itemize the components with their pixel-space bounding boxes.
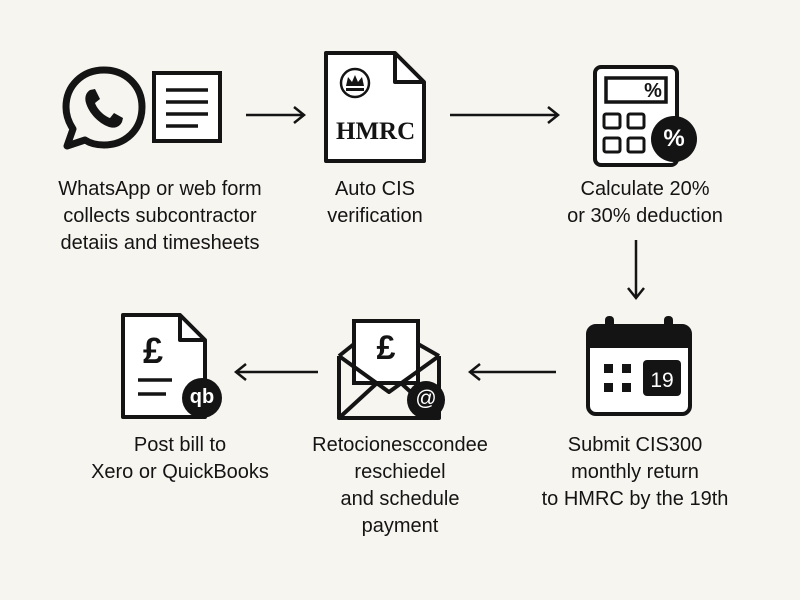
flow-arrow-right [450, 106, 561, 124]
calculator-icon [593, 65, 697, 167]
caption-line: Calculate 20% [580, 178, 710, 200]
caption-line: payment [361, 515, 439, 537]
caption-line: WhatsApp or web form [58, 178, 262, 200]
envelope-pound-icon [337, 319, 445, 420]
flow-arrow-left [467, 363, 556, 381]
caption-line: Post bill to [133, 434, 227, 456]
quickbooks-badge-text: qb [189, 386, 215, 408]
calendar-date-text: 19 [650, 369, 674, 392]
step-submit-caption: Submit CIS300 monthly return to HMRC by … [525, 432, 745, 513]
step-intake-caption: WhatsApp or web form collects subcontrac… [30, 176, 290, 257]
flow-arrow-down [627, 240, 645, 301]
caption-line: to HMRC by the 19th [541, 488, 729, 510]
caption-line: or 30% deduction [567, 205, 723, 227]
caption-line: Xero or QuickBooks [91, 461, 269, 483]
envelope-pound-sign: £ [376, 329, 396, 367]
calendar-icon [586, 316, 692, 416]
crown-emblem-icon [346, 75, 364, 91]
hmrc-document-icon [324, 51, 426, 163]
percent-badge-text: % [663, 125, 685, 152]
whatsapp-icon [62, 66, 146, 150]
bill-pound-sign: £ [142, 330, 164, 371]
caption-line: Submit CIS300 [567, 434, 703, 456]
step-post-caption: Post bill to Xero or QuickBooks [70, 432, 290, 486]
hmrc-label: HMRC [336, 118, 416, 145]
caption-line: Retocionesccondee [312, 434, 488, 456]
email-at-badge-text: @ [415, 387, 437, 410]
caption-line: verification [327, 205, 423, 227]
calculator-display-text: % [644, 80, 662, 102]
caption-line: monthly return [571, 461, 699, 483]
caption-line: collects subcontractor [63, 205, 257, 227]
bill-pound-icon [121, 313, 222, 419]
caption-line: detaiis and timesheets [60, 232, 260, 254]
flow-arrow-right [246, 106, 307, 124]
caption-line: and schedule [340, 488, 460, 510]
caption-line: Auto CIS [334, 178, 416, 200]
step-calculate-caption: Calculate 20% or 30% deduction [535, 176, 755, 230]
flow-arrow-left [233, 363, 318, 381]
step-statement-caption: Retocionesccondee reschiedel and schedul… [285, 432, 515, 540]
caption-line: reschiedel [354, 461, 446, 483]
step-verify-caption: Auto CIS verification [300, 176, 450, 230]
form-document-icon [152, 71, 222, 143]
